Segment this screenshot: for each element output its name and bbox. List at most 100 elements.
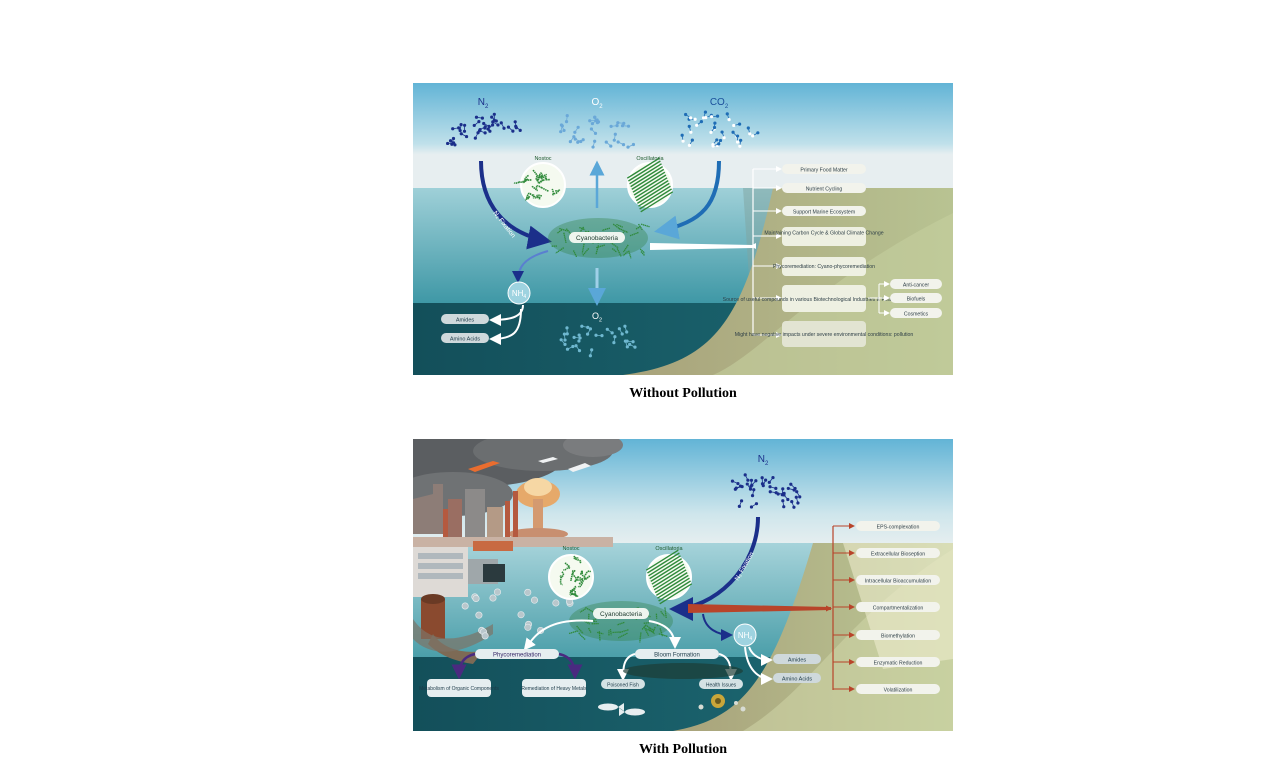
caption-without-pollution: Without Pollution	[629, 386, 737, 401]
role-box-0	[782, 164, 866, 174]
filament	[618, 227, 629, 234]
molecule	[684, 112, 693, 120]
molecule	[506, 125, 515, 133]
molecule	[589, 127, 598, 135]
molecule	[732, 122, 742, 128]
molecule	[746, 126, 752, 136]
role-box-4	[782, 257, 866, 276]
mechanism-box-6	[856, 684, 940, 694]
nostoc-filament	[539, 172, 547, 180]
oscillatoria-filament	[629, 163, 662, 185]
app-box-2	[890, 308, 942, 318]
filament	[664, 607, 667, 619]
oscillatoria-filament	[651, 563, 685, 585]
nostoc-filament	[573, 575, 584, 588]
filament	[658, 633, 669, 638]
oscillatoria-filaments	[645, 549, 693, 605]
n2-label: N2	[478, 97, 489, 110]
nostoc-circle	[520, 162, 566, 208]
nostoc-filament	[570, 569, 577, 581]
molecule	[474, 115, 484, 120]
nostoc-filament	[537, 173, 550, 185]
nh4-arrow	[702, 613, 733, 641]
role-box-6	[782, 321, 866, 347]
filament	[609, 628, 612, 636]
molecule	[735, 134, 740, 144]
filament	[652, 626, 656, 634]
bloom-item-box-0	[601, 679, 645, 689]
molecule	[473, 131, 480, 140]
pollutant-particle	[524, 623, 532, 631]
filament	[617, 632, 628, 639]
mechanism-text-2: Intracellular Bioaccumulation	[865, 579, 931, 585]
oscillatoria-filament	[649, 558, 683, 580]
molecule	[680, 133, 685, 143]
filament	[572, 250, 578, 258]
amino-acids-box	[441, 333, 489, 343]
with-pollution-svg: N2 N₂ Fixation Nostoc Oscillatoria Cyano…	[413, 439, 953, 731]
filament	[568, 630, 578, 635]
molecule	[565, 344, 575, 351]
oscillatoria-label: Oscillatoria	[655, 546, 683, 552]
mechanism-text-4: Biomethylation	[881, 634, 915, 640]
pollutant-particle	[524, 588, 532, 596]
molecule	[609, 123, 619, 129]
pollutant-particle	[552, 599, 560, 607]
filament	[556, 229, 563, 234]
nostoc-label: Nostoc	[562, 546, 579, 552]
filament	[640, 251, 646, 256]
n2-fixation-arrow	[479, 160, 552, 250]
amides-box	[773, 654, 821, 664]
nh4-circle	[733, 623, 757, 647]
oscillatoria-filament	[648, 555, 681, 577]
molecule	[499, 121, 506, 130]
molecule	[458, 123, 463, 133]
pollutant-particles	[461, 588, 574, 640]
phyco-item-text-0: Metabolism of Organic Components	[419, 686, 499, 692]
without-pollution-diagram: N2 O2 CO2 N₂ Fixation Nostoc Oscillatori…	[413, 83, 953, 375]
bloom-item-text-0: Poisoned Fish	[607, 683, 639, 689]
app-text-2: Cosmetics	[904, 312, 929, 318]
bloom-pill	[635, 649, 719, 659]
role-text-0: Primary Food Matter	[800, 168, 848, 174]
filament	[644, 624, 655, 632]
molecule	[730, 479, 740, 486]
molecule	[478, 125, 487, 132]
industrial-pollution-scene	[413, 439, 623, 664]
co2-label: CO2	[710, 97, 729, 110]
filament	[581, 243, 585, 254]
molecule	[687, 138, 694, 147]
molecule	[751, 131, 760, 138]
filament	[611, 247, 618, 253]
oscillatoria-filament	[650, 560, 684, 582]
molecule	[781, 499, 786, 509]
filament	[641, 625, 647, 631]
filament	[555, 247, 565, 254]
role-text-4: Phycoremediation: Cyano-phycoremediation	[773, 264, 875, 270]
nh4-label: NH4	[738, 631, 753, 642]
molecule	[745, 482, 753, 491]
molecule	[513, 120, 518, 130]
filament	[578, 632, 586, 641]
pollutant-particle	[461, 602, 469, 610]
molecule	[626, 142, 636, 149]
molecule	[720, 130, 726, 140]
filament	[640, 223, 650, 228]
mechanism-text-0: EPS-complexation	[877, 525, 920, 531]
molecule	[564, 114, 569, 124]
filament	[659, 628, 664, 637]
filament	[628, 250, 632, 259]
pollutant-particle	[472, 594, 480, 602]
nostoc-filament	[568, 585, 577, 595]
molecule	[559, 338, 567, 347]
molecule	[576, 138, 585, 144]
filament	[595, 245, 600, 255]
molecule	[486, 123, 495, 131]
molecule	[749, 478, 754, 488]
filament	[559, 227, 568, 232]
nostoc-filament	[551, 188, 561, 196]
filament	[645, 628, 653, 633]
molecule	[585, 327, 593, 336]
molecule	[738, 138, 743, 148]
filament	[639, 632, 642, 643]
